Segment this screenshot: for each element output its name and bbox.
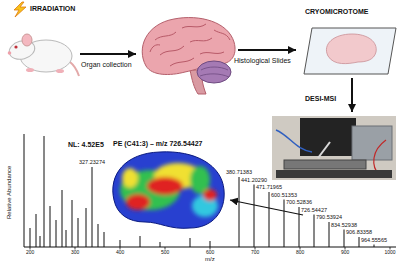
ion-image-title: PE (C41:3) – m/z 726.54427 (113, 140, 203, 148)
tick-label: 600 (206, 250, 214, 256)
slide-glass (304, 28, 396, 74)
rat-eye (14, 45, 17, 48)
step-label: CRYOMICROTOME (305, 8, 368, 16)
spectrum-peak (92, 167, 93, 247)
spectrum-peak (374, 245, 375, 248)
spectrum-peak (239, 177, 240, 247)
brain-gyri (150, 24, 230, 66)
rat-illustration (7, 34, 79, 76)
step-label: IRRADIATION (30, 5, 75, 13)
peak-label: 964.55565 (361, 237, 387, 243)
spectrum-peak (329, 222, 330, 247)
spectrum-peak (50, 206, 51, 247)
spectrum-peak (140, 236, 141, 247)
intensity-blob (122, 168, 138, 188)
ion-image-base (113, 152, 224, 228)
peak-label: 380.71383 (226, 169, 252, 175)
histology-slide (304, 28, 396, 74)
cerebellum (197, 61, 231, 83)
tick-label: 1000 (385, 250, 396, 256)
tissue-section (326, 34, 376, 64)
spectrum-peak (254, 185, 255, 248)
peak-label: 790.53924 (316, 214, 342, 220)
tick-label: 800 (296, 250, 304, 256)
lightning-icon (14, 2, 26, 17)
ion-image-outline (113, 152, 224, 228)
spectrum-peak (160, 242, 161, 247)
peak-label: 600.51353 (271, 192, 297, 198)
spectrum-peak (66, 230, 67, 247)
spectrum-peak (210, 241, 211, 247)
spectrum-peak (44, 136, 45, 247)
spectrum-peak (62, 190, 63, 247)
spectrum-peak (30, 228, 31, 247)
photo-ground (272, 116, 396, 180)
spectrum-peak (359, 237, 360, 247)
spectrum-peak (72, 200, 73, 247)
rat-ear (22, 34, 32, 46)
tick-label: 300 (71, 250, 79, 256)
mass-spectrum (24, 134, 396, 250)
rat-tail (70, 62, 79, 76)
step-label: Histological Slides (234, 57, 291, 65)
spectrum-peak (56, 220, 57, 247)
intensity-blob (147, 177, 183, 195)
peak-label: 441.20290 (241, 177, 267, 183)
spectrum-peak (86, 208, 87, 247)
rat-foot (56, 69, 64, 73)
tick-label: 500 (161, 250, 169, 256)
spectrum-peak (98, 224, 99, 247)
peak-label: 700.52836 (286, 199, 312, 205)
tick-label: 400 (116, 250, 124, 256)
tick-label: 900 (341, 250, 349, 256)
bench (276, 170, 392, 178)
axis-title: m/z (205, 256, 215, 263)
tubing (276, 130, 312, 152)
spectrum-peak (284, 200, 285, 248)
step-label: DESI-MSI (305, 95, 336, 103)
ion-image (113, 152, 224, 228)
peak-label: 834.52938 (331, 222, 357, 228)
flow-arrow (351, 78, 353, 112)
peak-label: 471.71965 (256, 184, 282, 190)
spectrum-axes (24, 134, 396, 247)
spectrum-peak (190, 238, 191, 247)
ion-source-housing (352, 126, 392, 160)
intensity-blob (203, 189, 217, 201)
spectrum-peak (40, 236, 41, 247)
brain-illustration (142, 18, 235, 94)
instrument-photo (272, 116, 396, 180)
axis-title: Relative Abundance (6, 165, 13, 218)
flow-arrow (238, 49, 296, 51)
spectrum-peak (104, 232, 105, 247)
step-label: Organ collection (81, 61, 132, 69)
spectrometer-block (300, 118, 356, 156)
peak-label: 726.54427 (301, 207, 327, 213)
tick-label: 200 (26, 250, 34, 256)
spectrum-peak (120, 240, 121, 247)
normalization-level: NL: 4.52E5 (68, 141, 104, 149)
peak-label: 327.23274 (79, 159, 105, 165)
cerebellum-folds (200, 67, 229, 77)
sprayer (318, 142, 330, 158)
intensity-blob (126, 194, 150, 210)
flow-arrow (80, 53, 136, 55)
spectrum-peak (299, 207, 300, 247)
spectrum-peak (314, 215, 315, 248)
sample-stage (284, 160, 366, 169)
spectrum-peak (78, 218, 79, 247)
rat-nose (8, 51, 12, 55)
spectrum-peak (269, 192, 270, 247)
ion-intensity (120, 163, 218, 217)
spectrum-peak (344, 230, 345, 248)
spectrum-peak (36, 214, 37, 247)
tick-label: 700 (251, 250, 259, 256)
peak-label: 906.83358 (346, 229, 372, 235)
rat-foot (26, 68, 34, 72)
